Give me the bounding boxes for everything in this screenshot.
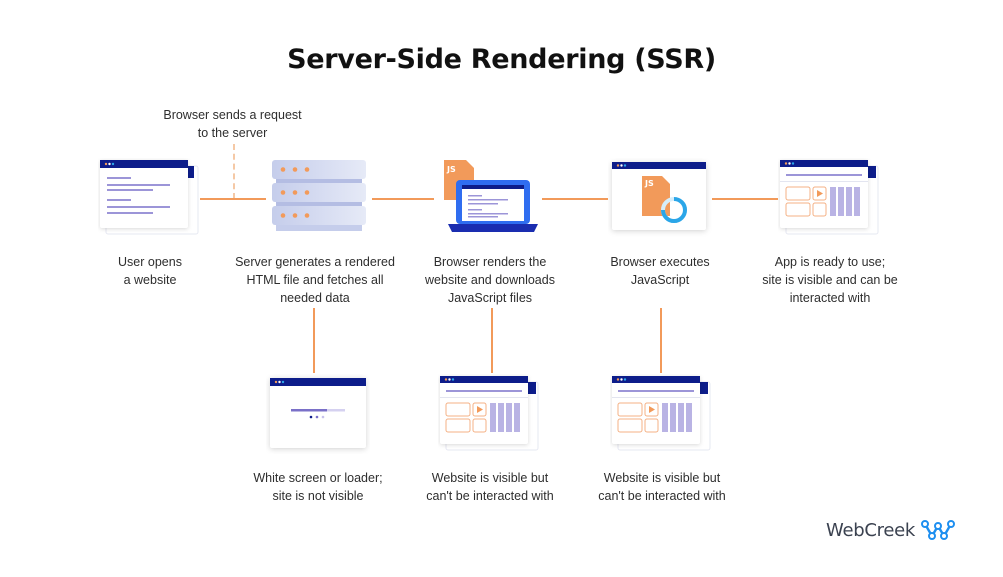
laptop-js-file-icon: JS: [444, 160, 538, 232]
brand-logo: WebCreek: [826, 519, 955, 541]
browser-loader-icon: [270, 378, 366, 448]
browser-app-layout-icon: [780, 160, 879, 235]
connector-server-to-loader: [313, 308, 315, 373]
step-label-user-opens: User opens a website: [118, 255, 182, 287]
js-badge: JS: [644, 179, 654, 188]
server-icon: [272, 160, 366, 231]
webcreek-logo-icon: [921, 520, 955, 540]
step-label-browser-renders: Browser renders the website and download…: [425, 255, 555, 305]
step-label-browser-executes: Browser executes JavaScript: [610, 255, 710, 287]
browser-js-loading-icon: JS: [612, 162, 706, 230]
step-label-app-ready: App is ready to use; site is visible and…: [762, 255, 898, 305]
connector-1-2: [200, 198, 266, 200]
js-badge: JS: [446, 165, 456, 174]
browser-window-text-icon: [100, 160, 199, 235]
diagram-title: Server-Side Rendering (SSR): [287, 44, 716, 75]
browser-app-layout-icon: [612, 376, 711, 451]
browser-app-layout-icon: [440, 376, 539, 451]
step-label-server-generates: Server generates a rendered HTML file an…: [235, 255, 395, 305]
connector-render-to-visible: [491, 308, 493, 373]
substate-label-visible-2: Website is visible but can't be interact…: [598, 471, 726, 503]
annotation-request: Browser sends a request to the server: [163, 108, 302, 140]
substate-label-visible-1: Website is visible but can't be interact…: [426, 471, 554, 503]
connector-execute-to-visible: [660, 308, 662, 373]
connector-2-3: [372, 198, 434, 200]
connector-3-4: [542, 198, 608, 200]
brand-name: WebCreek: [826, 519, 915, 541]
request-connector: [233, 144, 235, 199]
connector-4-5: [712, 198, 778, 200]
substate-label-white-screen: White screen or loader; site is not visi…: [253, 471, 383, 503]
